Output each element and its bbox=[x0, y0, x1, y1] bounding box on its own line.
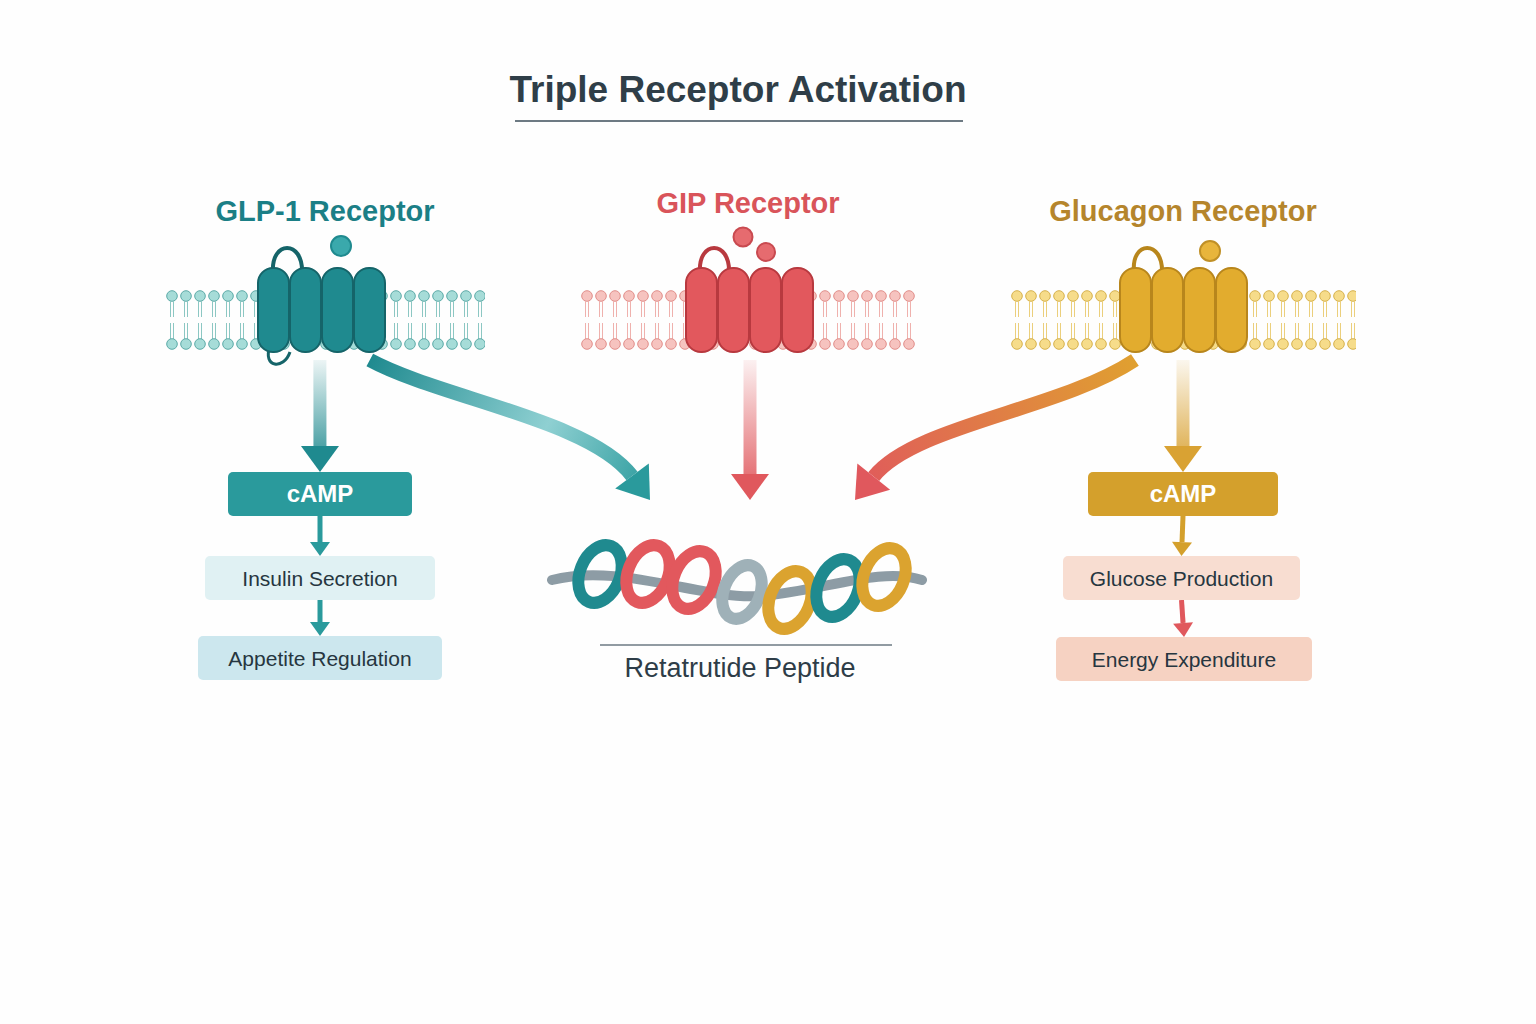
receptor-heading: Glucagon Receptor bbox=[1010, 188, 1356, 234]
arrow-head bbox=[310, 542, 330, 556]
process-box: cAMP bbox=[1088, 472, 1278, 516]
box-label: Appetite Regulation bbox=[228, 645, 411, 672]
arrow-head bbox=[1173, 622, 1193, 637]
receptor-heading: GIP Receptor bbox=[580, 180, 916, 226]
flow-arrow bbox=[1172, 516, 1192, 556]
arrow-shaft bbox=[318, 600, 323, 622]
receptor-node: GIP Receptor bbox=[580, 180, 916, 360]
diagram-title: Triple Receptor Activation bbox=[388, 64, 1088, 116]
arrow-shaft bbox=[318, 516, 323, 542]
peptide-label: Retatrutide Peptide bbox=[540, 648, 940, 688]
arrow-head bbox=[731, 474, 769, 500]
process-box: Appetite Regulation bbox=[198, 636, 442, 680]
receptor-node: GLP-1 Receptor bbox=[165, 188, 485, 360]
process-box: Glucose Production bbox=[1063, 556, 1300, 600]
arrow-shaft bbox=[370, 360, 632, 476]
flow-arrow bbox=[1164, 360, 1202, 472]
arrow-shaft bbox=[313, 360, 326, 446]
box-label: Energy Expenditure bbox=[1092, 646, 1276, 673]
process-box: cAMP bbox=[228, 472, 412, 516]
flow-arrow bbox=[1173, 600, 1193, 637]
arrow-shaft bbox=[744, 360, 757, 474]
box-label: cAMP bbox=[1150, 479, 1217, 509]
title-underline bbox=[515, 120, 963, 122]
arrow-shaft bbox=[1177, 360, 1190, 446]
process-box: Energy Expenditure bbox=[1056, 637, 1312, 681]
process-box: Insulin Secretion bbox=[205, 556, 435, 600]
box-label: Insulin Secretion bbox=[242, 565, 397, 592]
arrow-head bbox=[1164, 446, 1202, 472]
box-label: Glucose Production bbox=[1090, 565, 1273, 592]
arrow-head bbox=[310, 622, 330, 636]
gip-receptor-symbol bbox=[686, 228, 813, 353]
flow-arrow bbox=[731, 360, 769, 500]
glucagon-receptor-symbol bbox=[1120, 241, 1247, 352]
receptor-heading: GLP-1 Receptor bbox=[165, 188, 485, 234]
flow-arrow bbox=[310, 600, 330, 636]
label-rule bbox=[600, 644, 892, 646]
arrow-head bbox=[301, 446, 339, 472]
arrow-head bbox=[1172, 542, 1192, 556]
arrow-head bbox=[615, 463, 650, 500]
flow-arrow bbox=[301, 360, 339, 472]
glp1-receptor-symbol bbox=[258, 236, 385, 364]
arrow-shaft bbox=[1182, 600, 1184, 623]
receptor-node: Glucagon Receptor bbox=[1010, 188, 1356, 360]
flow-arrow bbox=[310, 516, 330, 556]
peptide-node: Retatrutide Peptide bbox=[540, 500, 940, 700]
arrow-head bbox=[855, 463, 890, 500]
box-label: cAMP bbox=[287, 479, 354, 509]
peptide-helix bbox=[552, 539, 922, 636]
arrow-shaft bbox=[1180, 516, 1186, 542]
arrow-shaft bbox=[874, 360, 1135, 477]
